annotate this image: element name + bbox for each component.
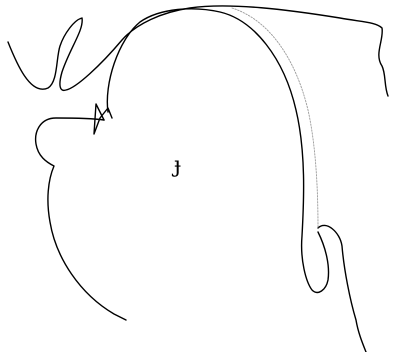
tongue-outline <box>107 9 328 293</box>
lower-lip-chin <box>36 118 126 320</box>
velum-contour <box>232 8 318 228</box>
pharynx-back-wall <box>318 225 366 352</box>
phonetic-symbol: ɟ <box>171 153 181 178</box>
palate-outline <box>8 6 388 96</box>
